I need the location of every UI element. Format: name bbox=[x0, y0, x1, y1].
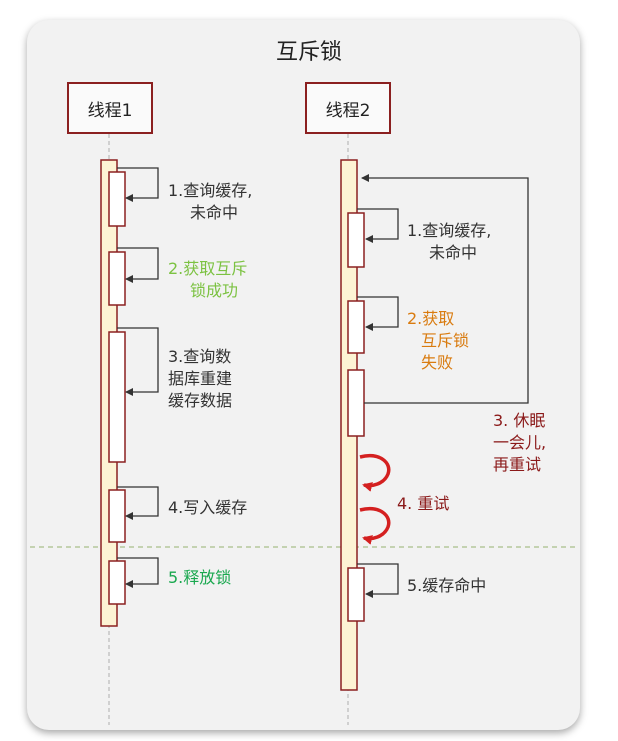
t1-step3-label: 3.查询数 据库重建 缓存数据 bbox=[168, 346, 232, 412]
t1-activation-4 bbox=[108, 489, 126, 543]
t2-step2-line2: 互斥锁 bbox=[421, 331, 470, 350]
t1-self-arrow-3 bbox=[117, 327, 159, 396]
actor-thread2: 线程2 bbox=[305, 82, 391, 134]
t2-step1-line1: 1.查询缓存, bbox=[407, 221, 492, 240]
t2-self-arrow-2 bbox=[357, 296, 399, 331]
t2-step1-line2: 未命中 bbox=[429, 243, 478, 262]
actor-thread1: 线程1 bbox=[67, 82, 153, 134]
t2-step4-line1: 4. 重试 bbox=[397, 494, 450, 513]
t1-step4-label: 4.写入缓存 bbox=[168, 497, 247, 519]
t2-step3-line3: 再重试 bbox=[493, 455, 542, 474]
t1-activation-2 bbox=[108, 251, 126, 306]
t1-step4-line1: 4.写入缓存 bbox=[168, 498, 248, 517]
diagram-title: 互斥锁 bbox=[275, 40, 342, 65]
t1-step2-line2: 锁成功 bbox=[190, 281, 239, 300]
t2-activation-2 bbox=[347, 300, 365, 354]
t1-self-arrow-5 bbox=[117, 557, 159, 588]
t1-step5-label: 5.释放锁 bbox=[168, 567, 231, 589]
t2-sleep-loop-arrow bbox=[361, 174, 529, 404]
t2-step2-label: 2.获取 互斥锁 失败 bbox=[407, 308, 469, 374]
t2-activation-5 bbox=[347, 567, 365, 622]
t1-step1-label: 1.查询缓存, 未命中 bbox=[168, 180, 252, 224]
t2-step2-line3: 失败 bbox=[421, 353, 454, 372]
t1-self-arrow-4 bbox=[117, 486, 159, 520]
t1-step5-line1: 5.释放锁 bbox=[168, 568, 232, 587]
t2-activation-3 bbox=[347, 369, 365, 437]
t1-step2-line1: 2.获取互斥 bbox=[168, 259, 248, 278]
t1-self-arrow-2 bbox=[117, 247, 159, 283]
t2-self-arrow-1 bbox=[357, 208, 399, 243]
t1-step1-line1: 1.查询缓存, bbox=[168, 181, 253, 200]
retry-curve-arrow-2 bbox=[359, 507, 391, 545]
t2-self-arrow-5 bbox=[357, 563, 399, 598]
t1-activation-5 bbox=[108, 560, 126, 605]
t1-step1-line2: 未命中 bbox=[190, 203, 239, 222]
t1-activation-1 bbox=[108, 171, 126, 227]
t2-step4-label: 4. 重试 bbox=[397, 493, 449, 515]
t2-step2-line1: 2.获取 bbox=[407, 309, 455, 328]
t2-activation-1 bbox=[347, 212, 365, 268]
t1-step3-line2: 据库重建 bbox=[168, 369, 233, 388]
t1-activation-3 bbox=[108, 331, 126, 463]
t1-step3-line1: 3.查询数 bbox=[168, 347, 232, 366]
t1-self-arrow-1 bbox=[117, 167, 159, 202]
t2-step1-label: 1.查询缓存, 未命中 bbox=[407, 220, 491, 264]
t1-step3-line3: 缓存数据 bbox=[168, 391, 233, 410]
retry-curve-arrow-1 bbox=[359, 454, 391, 492]
t1-step2-label: 2.获取互斥 锁成功 bbox=[168, 258, 247, 302]
t2-step3-label: 3. 休眠 一会儿, 再重试 bbox=[493, 410, 546, 476]
t2-step5-line1: 5.缓存命中 bbox=[407, 576, 487, 595]
t2-step5-label: 5.缓存命中 bbox=[407, 575, 486, 597]
t2-step3-line1: 3. 休眠 bbox=[493, 411, 546, 430]
t2-step3-line2: 一会儿, bbox=[493, 433, 547, 452]
